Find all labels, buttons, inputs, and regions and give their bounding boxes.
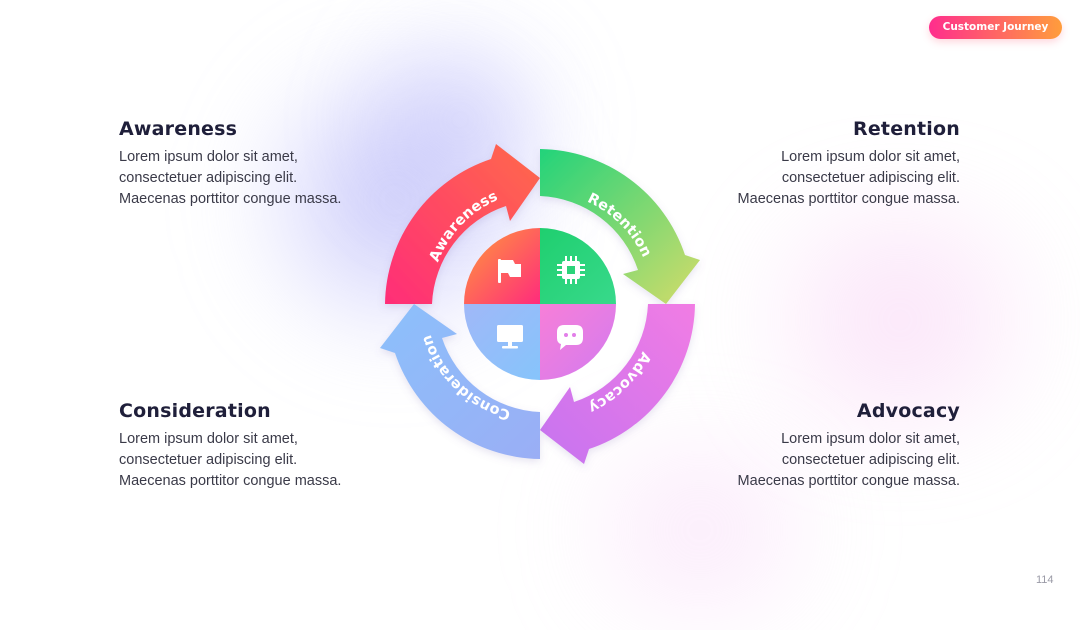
awareness-text: Lorem ipsum dolor sit amet, consectetuer…: [119, 147, 389, 210]
advocacy-text-line-2: consectetuer adipiscing elit.: [781, 452, 960, 468]
advocacy-title: Advocacy: [856, 400, 960, 422]
awareness-text-line-1: Lorem ipsum dolor sit amet,: [119, 149, 298, 165]
consideration-text-line-2: consectetuer adipiscing elit.: [119, 452, 298, 468]
cycle-svg: Awareness Retention Advocacy Considerati…: [380, 144, 700, 464]
consideration-text: Lorem ipsum dolor sit amet, consectetuer…: [119, 429, 389, 492]
consideration-block: Consideration Lorem ipsum dolor sit amet…: [119, 400, 389, 492]
awareness-title: Awareness: [119, 118, 238, 140]
awareness-text-line-2: consectetuer adipiscing elit.: [119, 170, 298, 186]
advocacy-block: Advocacy Lorem ipsum dolor sit amet, con…: [690, 400, 960, 492]
awareness-arrow: [385, 144, 540, 304]
retention-text-line-3: Maecenas porttitor congue massa.: [737, 191, 960, 207]
consideration-text-line-1: Lorem ipsum dolor sit amet,: [119, 431, 298, 447]
awareness-text-line-3: Maecenas porttitor congue massa.: [119, 191, 342, 207]
retention-block: Retention Lorem ipsum dolor sit amet, co…: [690, 118, 960, 210]
retention-text: Lorem ipsum dolor sit amet, consectetuer…: [690, 147, 960, 210]
chat-bubble-icon: [557, 325, 583, 350]
flag-icon: [498, 259, 521, 283]
retention-text-line-1: Lorem ipsum dolor sit amet,: [781, 149, 960, 165]
consideration-arrow: [380, 304, 540, 459]
advocacy-arrow: [540, 304, 695, 464]
awareness-block: Awareness Lorem ipsum dolor sit amet, co…: [119, 118, 389, 210]
consideration-title: Consideration: [119, 400, 271, 422]
advocacy-text: Lorem ipsum dolor sit amet, consectetuer…: [690, 429, 960, 492]
retention-title: Retention: [853, 118, 960, 140]
advocacy-text-line-3: Maecenas porttitor congue massa.: [737, 473, 960, 489]
advocacy-text-line-1: Lorem ipsum dolor sit amet,: [781, 431, 960, 447]
retention-arrow: [540, 149, 700, 304]
consideration-text-line-3: Maecenas porttitor congue massa.: [119, 473, 342, 489]
chip-icon: [557, 256, 585, 284]
monitor-icon: [497, 325, 523, 349]
page-number: 114: [1036, 574, 1054, 586]
journey-cycle-diagram: Awareness Retention Advocacy Considerati…: [370, 140, 710, 470]
retention-text-line-2: consectetuer adipiscing elit.: [781, 170, 960, 186]
customer-journey-badge: Customer Journey: [929, 16, 1062, 39]
